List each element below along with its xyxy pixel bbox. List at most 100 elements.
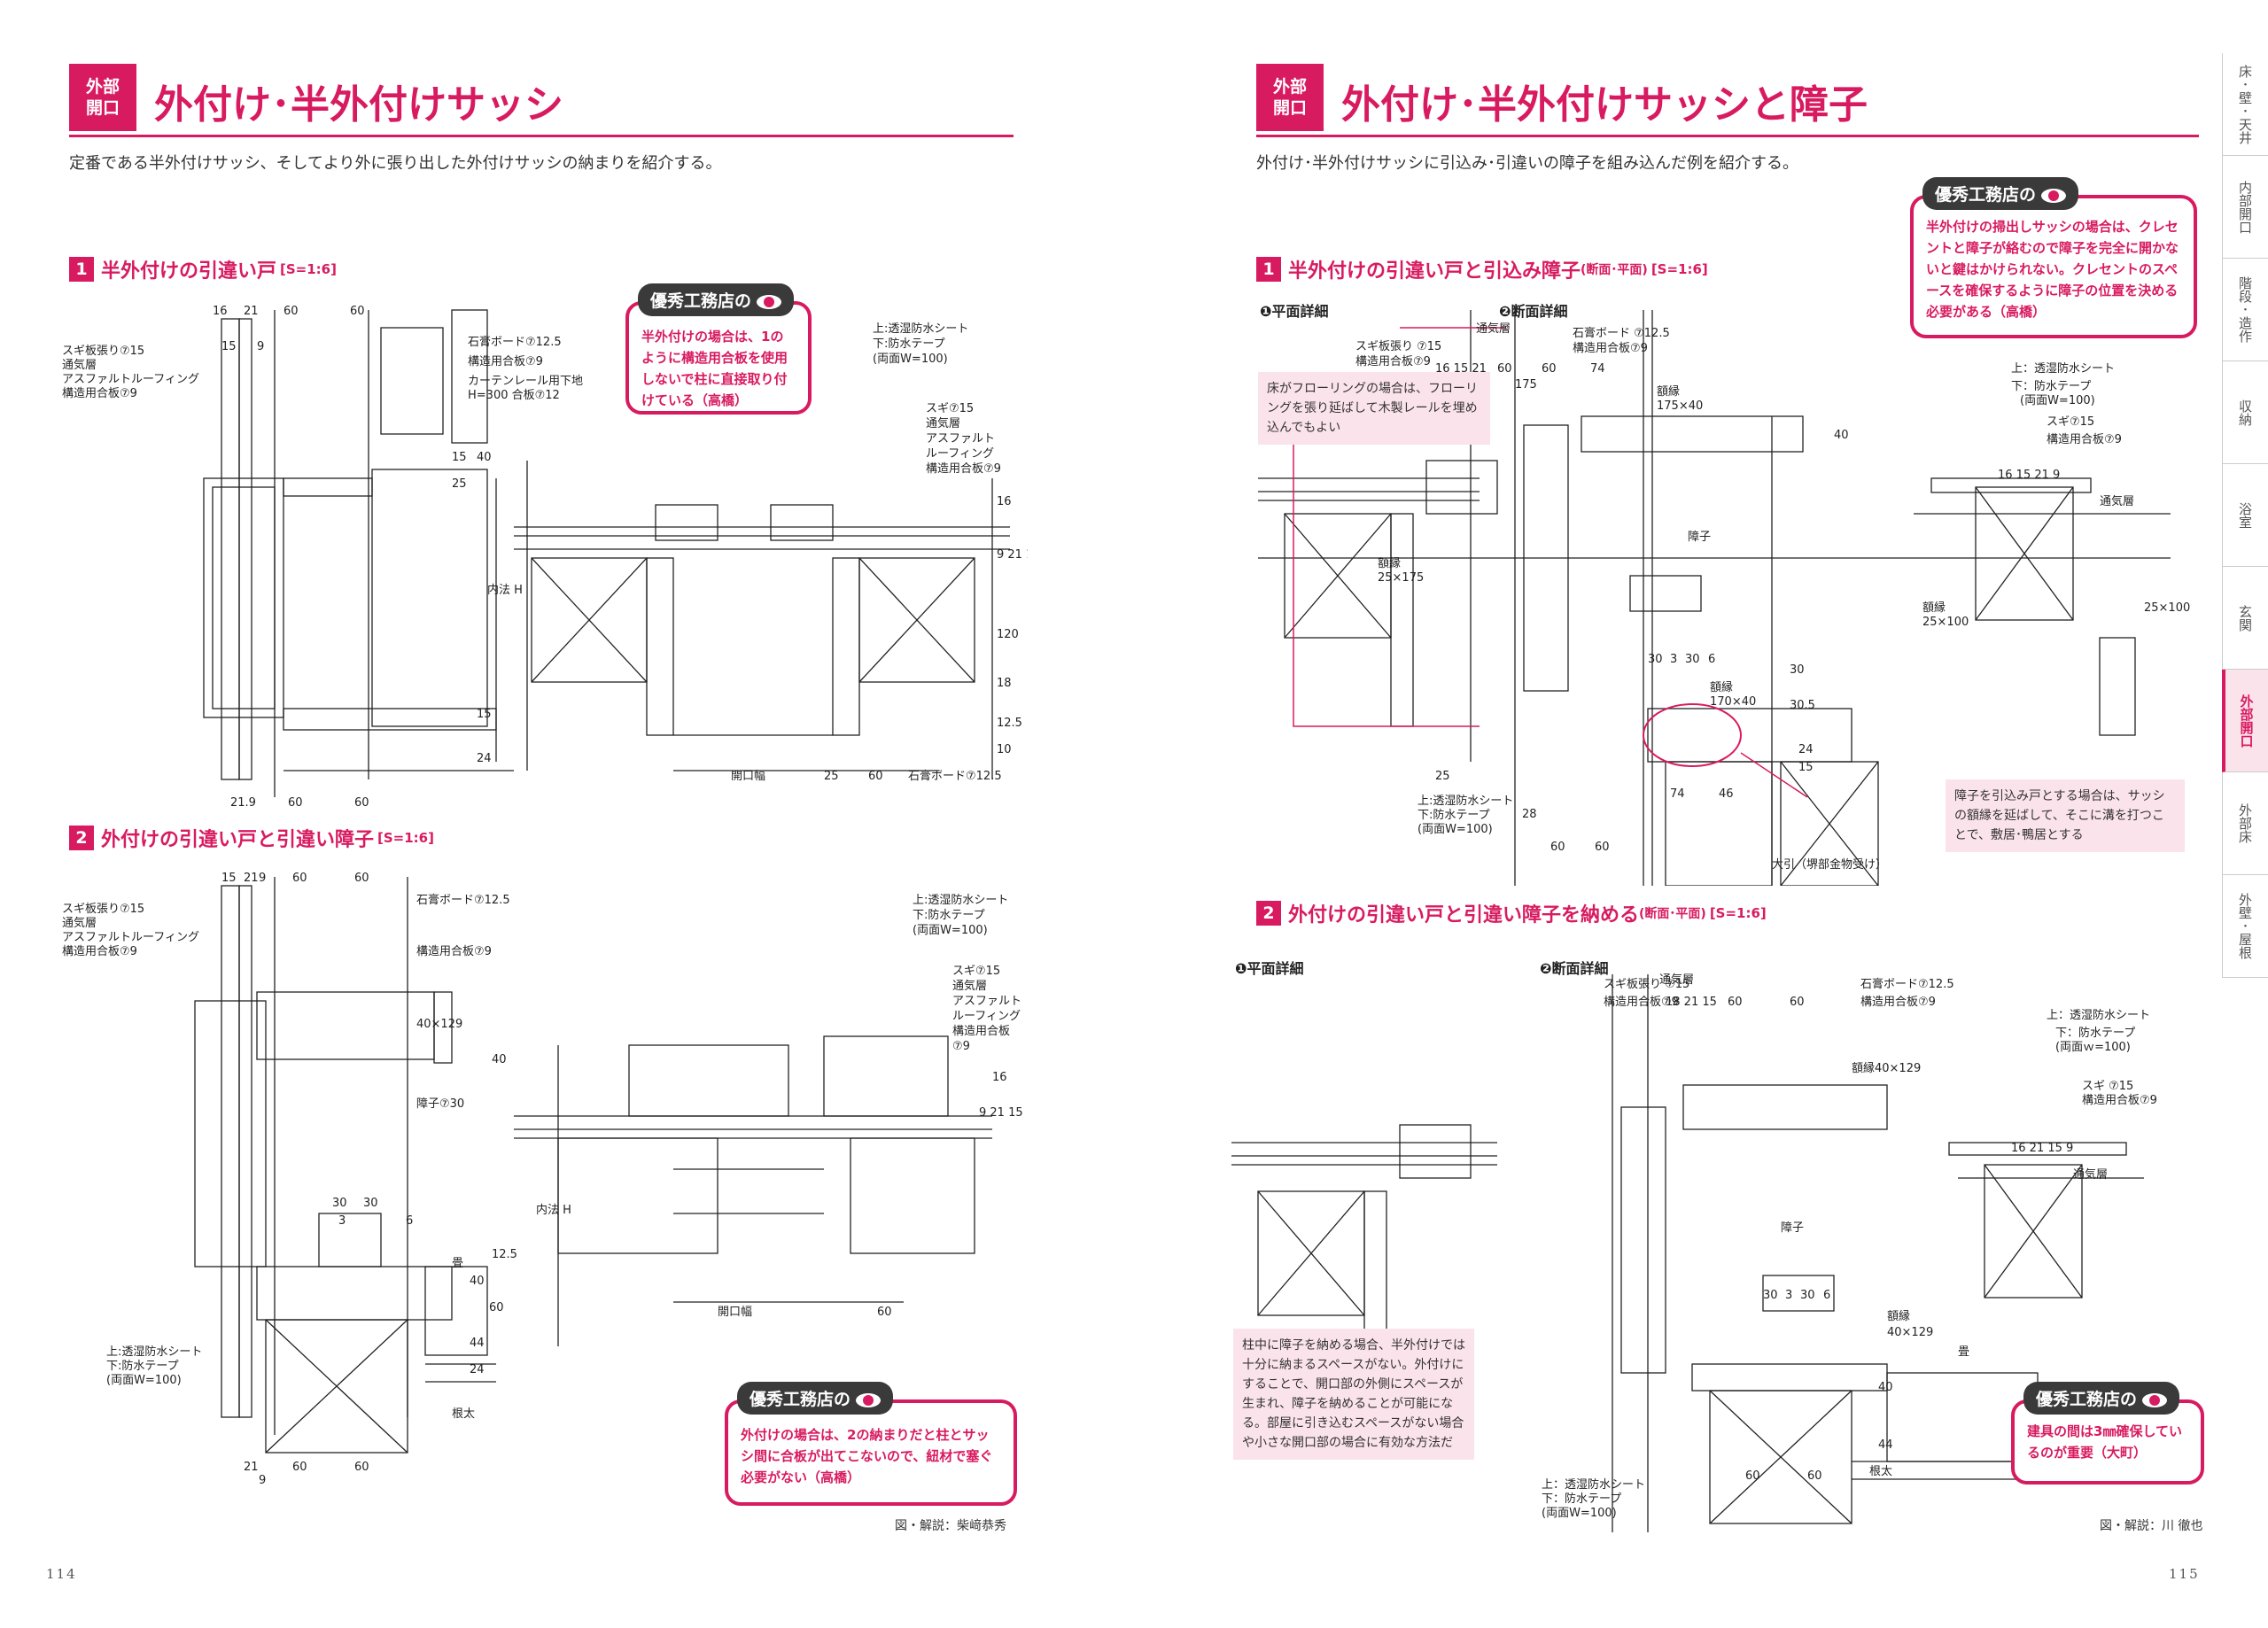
svg-text:額縁: 額縁 [1378,556,1401,570]
svg-text:額縁40×129: 額縁40×129 [1852,1061,1921,1075]
tab-interior-opening[interactable]: 内部開口 [2222,156,2268,259]
svg-text:30.5: 30.5 [1790,699,1815,712]
svg-text:⑦9: ⑦9 [952,1040,970,1053]
tab-exterior-floor[interactable]: 外部床 [2222,772,2268,875]
svg-text:石膏ボード⑦12.5: 石膏ボード⑦12.5 [468,335,562,349]
svg-text:構造用合板⑦9: 構造用合板⑦9 [62,387,137,400]
svg-text:3: 3 [338,1214,346,1228]
svg-text:40: 40 [1834,429,1849,442]
svg-text:スギ⑦15: スギ⑦15 [952,965,1000,978]
svg-text:30: 30 [363,1197,378,1210]
svg-text:上：透湿防水シート: 上：透湿防水シート [2047,1008,2150,1022]
svg-text:16 21 15 9: 16 21 15 9 [2011,1142,2073,1155]
tip-callout-left-1: 優秀工務店の 半外付けの場合は、1のように構造用合板を使用しないで柱に直接取り付… [625,283,812,415]
svg-text:46: 46 [1719,787,1734,801]
svg-text:内法 H: 内法 H [536,1203,571,1217]
svg-text:ルーフィング: ルーフィング [926,447,994,461]
tab-stairs-fixtures[interactable]: 階段･造作 [2222,259,2268,361]
svg-text:スギ板張り ⑦15: スギ板張り ⑦15 [1604,978,1689,991]
svg-text:3: 3 [1785,1289,1792,1302]
svg-text:60: 60 [1790,996,1805,1009]
tip-callout-right-1: 優秀工務店の 半外付けの掃出しサッシの場合は、クレセントと障子が絡むので障子を完… [1910,177,2197,338]
tab-exterior-opening[interactable]: 外部開口 [2222,670,2268,772]
left-page: 外部開口 外付け･半外付けサッシ 定番である半外付けサッシ、そしてより外に張り出… [46,64,1028,1582]
credit: 図・解説：柴﨑恭秀 [895,1519,1006,1533]
svg-text:16: 16 [213,305,228,318]
right-page: 外部開口 外付け･半外付けサッシと障子 外付け･半外付けサッシに引込み･引違いの… [1134,0,2268,1628]
svg-text:根太: 根太 [1869,1465,1892,1478]
svg-text:21: 21 [244,305,259,318]
tab-entrance[interactable]: 玄関 [2222,567,2268,670]
tab-exterior-wall-roof[interactable]: 外壁･屋根 [2222,875,2268,978]
section-badge: 外部開口 [1256,64,1324,131]
svg-text:下:防水テープ: 下:防水テープ [1418,808,1490,822]
svg-text:スギ板張り⑦15: スギ板張り⑦15 [62,903,144,916]
svg-text:障子: 障子 [1688,531,1711,544]
svg-text:60: 60 [1807,1469,1822,1483]
eye-icon [2142,1392,2168,1407]
svg-text:30: 30 [1790,663,1805,677]
svg-text:60: 60 [354,872,369,885]
svg-text:60: 60 [292,1461,307,1474]
svg-text:通気層: 通気層 [1476,322,1511,336]
svg-text:カーテンレール用下地: カーテンレール用下地 [468,375,583,388]
svg-text:根太: 根太 [452,1407,475,1421]
svg-text:120: 120 [997,628,1019,641]
svg-text:25×100: 25×100 [2144,601,2190,615]
svg-text:25: 25 [452,477,467,491]
tab-floor-wall-ceiling[interactable]: 床･壁･天井 [2222,53,2268,156]
svg-text:通気層: 通気層 [62,358,97,372]
callout-body: 建具の間は3㎜確保しているのが重要（大町） [2027,1423,2182,1461]
svg-text:(両面ｗ=100): (両面ｗ=100) [2055,1041,2131,1054]
tab-storage[interactable]: 収納 [2222,361,2268,464]
page-intro: 外付け･半外付けサッシに引込み･引違いの障子を組み込んだ例を紹介する。 [1256,154,1798,173]
svg-text:石膏ボード⑦12.5: 石膏ボード⑦12.5 [908,769,1002,783]
svg-text:3: 3 [1670,653,1677,666]
svg-text:25×175: 25×175 [1378,571,1424,585]
subheading-plan: ❶平面詳細 [1235,960,1304,977]
left-title-bar: 外部開口 外付け･半外付けサッシ [69,64,1014,137]
svg-text:12.5: 12.5 [492,1248,517,1261]
svg-text:10: 10 [997,743,1012,756]
page-title: 外付け･半外付けサッシと障子 [1341,82,1868,128]
tab-bathroom[interactable]: 浴室 [2222,464,2268,567]
svg-text:構造用合板⑦9: 構造用合板⑦9 [62,945,137,958]
svg-text:60: 60 [1550,841,1565,854]
svg-text:額縁: 額縁 [1887,1309,1910,1323]
svg-text:9 21 15: 9 21 15 [979,1106,1023,1120]
svg-text:24: 24 [477,752,492,765]
svg-text:下：防水テープ: 下：防水テープ [2011,379,2091,393]
svg-text:構造用合板⑦9: 構造用合板⑦9 [1355,355,1431,368]
note-flooring: 床がフローリングの場合は、フローリングを張り延ばして木製レールを埋め込んでもよい [1258,372,1490,445]
svg-text:下:防水テープ: 下:防水テープ [106,1359,179,1373]
subheading-section: ❷断面詳細 [1540,960,1609,977]
svg-text:開口幅: 開口幅 [731,770,765,783]
svg-text:74: 74 [1670,787,1685,801]
svg-text:(両面W=100): (両面W=100) [2020,394,2095,407]
svg-text:6: 6 [406,1214,413,1228]
svg-text:74: 74 [1590,362,1605,376]
svg-text:6: 6 [1823,1289,1830,1302]
svg-text:アスファルトルーフィング: アスファルトルーフィング [62,373,199,386]
eye-icon [856,1392,882,1407]
svg-text:構造用合板⑦9: 構造用合板⑦9 [1604,996,1679,1009]
drawing-half-external-pocket-shoji: スギ板張り ⑦15 構造用合板⑦9 石膏ボード ⑦12.5 構造用合板⑦9 16… [1258,310,2190,886]
svg-text:通気層: 通気層 [2100,494,2134,508]
svg-text:40: 40 [492,1053,507,1066]
svg-text:60: 60 [489,1301,504,1314]
svg-text:21: 21 [244,872,259,885]
svg-text:60: 60 [292,872,307,885]
svg-text:(両面W=100): (両面W=100) [1418,823,1493,836]
svg-text:6: 6 [1708,653,1715,666]
svg-text:40: 40 [470,1275,485,1288]
svg-text:額縁: 額縁 [1710,680,1733,694]
svg-text:通気層: 通気層 [2073,1167,2108,1182]
svg-text:構造用合板⑦9: 構造用合板⑦9 [2047,433,2122,446]
svg-text:24: 24 [1798,743,1814,756]
svg-text:額縁: 額縁 [1922,601,1946,615]
svg-text:44: 44 [1878,1438,1893,1452]
svg-text:アスファルト: アスファルト [952,995,1021,1008]
svg-text:(両面W=100): (両面W=100) [1542,1507,1617,1520]
